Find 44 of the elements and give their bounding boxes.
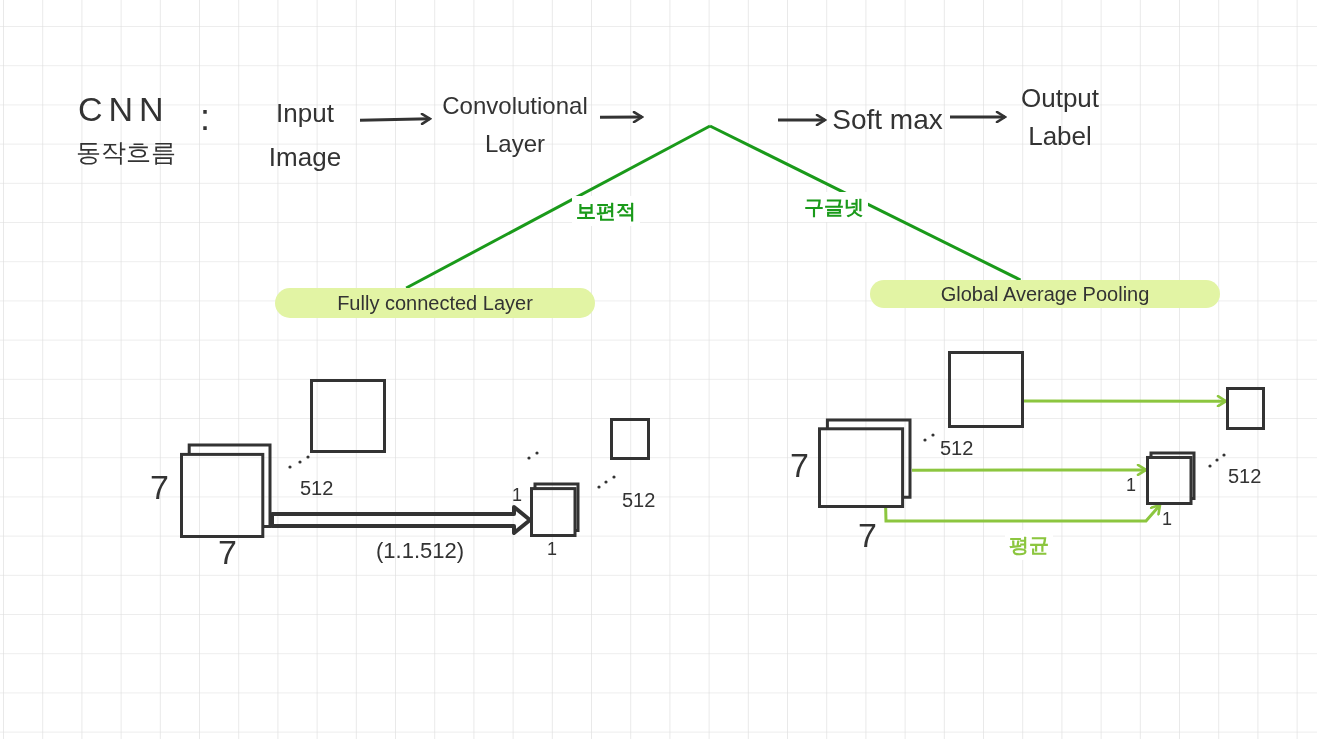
arrow xyxy=(600,110,644,124)
dimension-label: 7 xyxy=(150,470,169,504)
feature-map-stack xyxy=(530,482,580,537)
heading-text: : xyxy=(200,100,210,136)
heading-text: CNN xyxy=(78,92,170,126)
dimension-label: 1 xyxy=(512,486,522,504)
arrow xyxy=(1024,394,1228,408)
heading-text: 동작흐름 xyxy=(76,140,176,165)
dimension-label: 1 xyxy=(547,540,557,558)
connector-line xyxy=(709,124,1022,282)
arrow xyxy=(884,503,1162,523)
arrow xyxy=(912,463,1148,477)
dimension-label: (1.1.512) xyxy=(376,540,465,562)
dimension-label: 512 xyxy=(1228,466,1262,486)
arrow xyxy=(359,112,432,126)
dimension-label: 7 xyxy=(790,448,809,482)
dimension-label: 1 xyxy=(1126,476,1136,494)
highlight-band xyxy=(275,288,595,318)
feature-map xyxy=(610,418,650,460)
arrow xyxy=(778,113,827,127)
step-label: Convolutional Layer xyxy=(441,91,589,159)
dimension-label: 7 xyxy=(858,518,877,552)
dimension-label: 7 xyxy=(218,535,237,569)
feature-map-stack xyxy=(1146,451,1196,505)
block-arrow xyxy=(270,504,532,535)
dimension-label: 512 xyxy=(940,438,974,458)
highlight-band xyxy=(870,280,1220,308)
step-label: Input Image xyxy=(267,97,343,174)
feature-map xyxy=(310,379,386,453)
edge-label: 평균 xyxy=(1005,530,1053,560)
layer-name: Fully connected Layer xyxy=(337,291,533,316)
step-label: Output Label xyxy=(1019,82,1101,153)
step-label: Soft max xyxy=(832,103,943,137)
feature-map xyxy=(1226,387,1265,430)
dimension-label: 512 xyxy=(622,490,656,510)
feature-map-stack xyxy=(180,443,272,538)
dimension-label: 512 xyxy=(300,478,334,498)
feature-map-stack xyxy=(818,418,912,508)
arrow xyxy=(950,110,1007,124)
edge-label: 보편적 xyxy=(572,196,640,226)
feature-map xyxy=(948,351,1024,428)
dimension-label: 1 xyxy=(1162,510,1172,528)
connector-line xyxy=(405,124,711,290)
layer-name: Global Average Pooling xyxy=(940,282,1150,307)
